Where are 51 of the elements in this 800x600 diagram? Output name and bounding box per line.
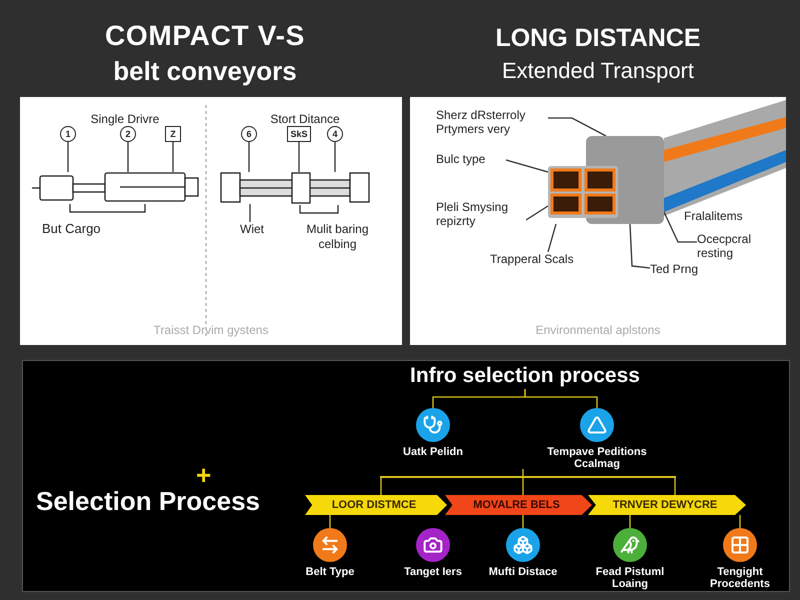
connector-line bbox=[674, 478, 676, 495]
leader-line bbox=[298, 142, 300, 172]
leader-line bbox=[172, 142, 174, 172]
connector-line bbox=[629, 515, 631, 528]
caption: Traisst Drvim gystens bbox=[152, 324, 270, 336]
leader-line bbox=[334, 142, 336, 172]
conveyor-drawing bbox=[548, 136, 664, 224]
connector-line bbox=[329, 515, 331, 528]
heading: Infro selection process bbox=[368, 363, 682, 389]
callout-label: Bulc type bbox=[436, 152, 506, 168]
icon-caption: Uatk Pelidn bbox=[402, 447, 464, 459]
heading: Selection Process bbox=[36, 488, 260, 514]
icon-caption: Tanget Iers bbox=[403, 567, 463, 579]
caption: Single Drivre bbox=[90, 113, 160, 125]
icon-caption: Fead Pistuml Loaing bbox=[594, 567, 666, 590]
connector-line bbox=[522, 515, 524, 528]
actuator-drawing bbox=[32, 172, 199, 202]
caption: Environmental aplstons bbox=[534, 324, 662, 336]
leader-line bbox=[248, 142, 250, 172]
connector-line bbox=[739, 515, 741, 528]
leader-line bbox=[67, 142, 69, 172]
leader-line bbox=[127, 142, 129, 172]
caption: But Cargo bbox=[42, 222, 101, 235]
chevron-step: MOVALRE BELS bbox=[445, 495, 592, 515]
heading: LONG DISTANCE bbox=[494, 26, 702, 51]
leader-line bbox=[249, 204, 251, 222]
heading: belt conveyors bbox=[112, 58, 298, 84]
chevron-step: TRNVER DEWYCRE bbox=[588, 495, 746, 515]
icon-caption: Belt Type bbox=[304, 567, 356, 579]
callout-number: SkS bbox=[287, 126, 311, 142]
caption: Stort Ditance bbox=[269, 113, 341, 125]
rail-drawing bbox=[220, 172, 370, 204]
connector-line bbox=[522, 478, 524, 495]
leader-line bbox=[548, 117, 606, 137]
leader-line bbox=[506, 159, 548, 173]
icon-caption: Tempave Peditions Ccalmag bbox=[546, 447, 648, 470]
caption: Mulit baring celbing bbox=[305, 222, 370, 252]
callout-number: Z bbox=[165, 126, 181, 142]
connector-line bbox=[380, 478, 382, 495]
caption: Fralalitems bbox=[684, 210, 743, 222]
plus-sign: + bbox=[196, 462, 212, 488]
icon-caption: Tengight Procedents bbox=[709, 567, 771, 590]
chevron-step: LOOR DISTMCE bbox=[305, 495, 447, 515]
leader-line bbox=[547, 224, 557, 252]
heading: COMPACT V-S bbox=[104, 22, 306, 50]
subheading: Extended Transport bbox=[500, 60, 695, 82]
leader-line bbox=[663, 212, 697, 243]
icon-caption: Mufti Distace bbox=[488, 567, 558, 579]
connector-line bbox=[524, 389, 598, 408]
leader-line bbox=[526, 205, 548, 221]
leader-line bbox=[629, 224, 650, 269]
